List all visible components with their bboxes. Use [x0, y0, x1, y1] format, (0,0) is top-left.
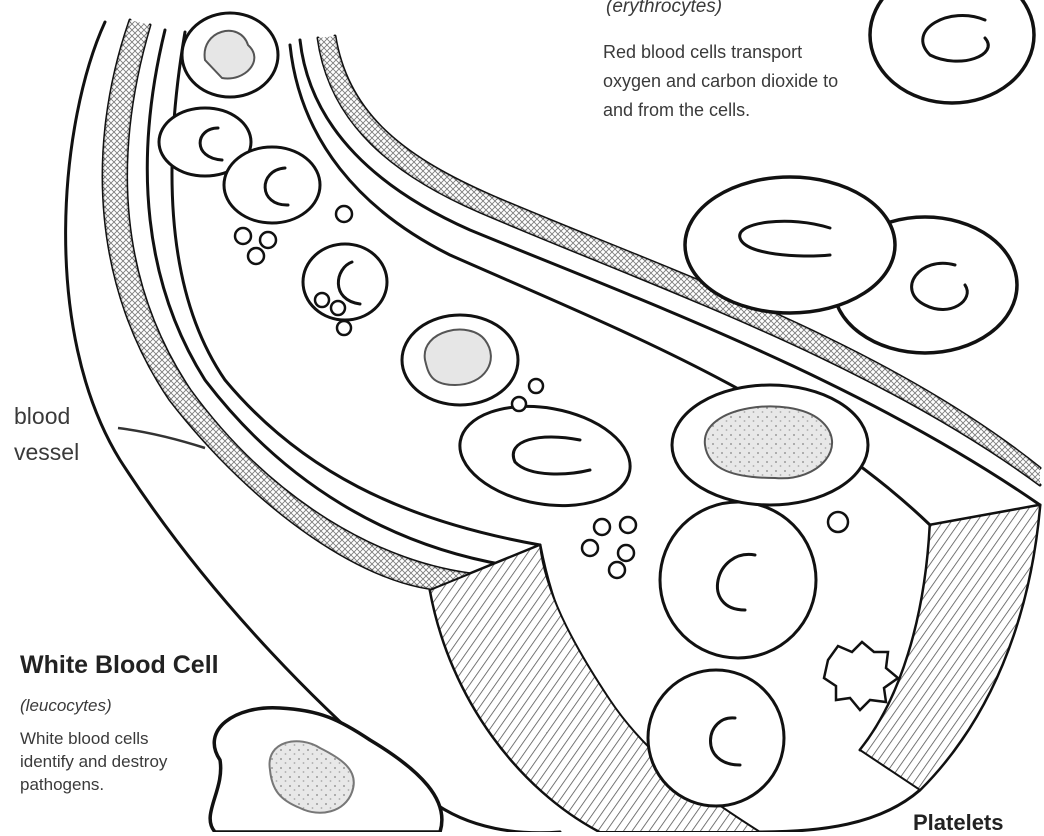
blood-vessel-pointer	[118, 428, 205, 448]
white-cell-description: White blood cells identify and destroy p…	[20, 727, 200, 796]
red-cell-description: Red blood cells transport oxygen and car…	[603, 38, 853, 125]
white-cell-title: White Blood Cell	[20, 651, 219, 680]
red-cell-subtitle: (erythrocytes)	[606, 0, 722, 18]
blood-vessel-label: blood vessel	[14, 398, 114, 470]
rbc-in-vessel-2	[224, 147, 320, 223]
activated-platelet	[824, 642, 898, 710]
rbc-free-front	[685, 177, 895, 313]
rbc-in-vessel-6	[648, 670, 784, 806]
vessel-cut-hatch-right	[860, 505, 1040, 790]
rbc-in-vessel-4	[452, 394, 638, 518]
platelets-title: Platelets	[913, 810, 1004, 836]
vessel-wall-hatch-left	[103, 20, 480, 590]
white-cell-subtitle: (leucocytes)	[20, 696, 112, 716]
rbc-in-vessel-5	[660, 502, 816, 658]
